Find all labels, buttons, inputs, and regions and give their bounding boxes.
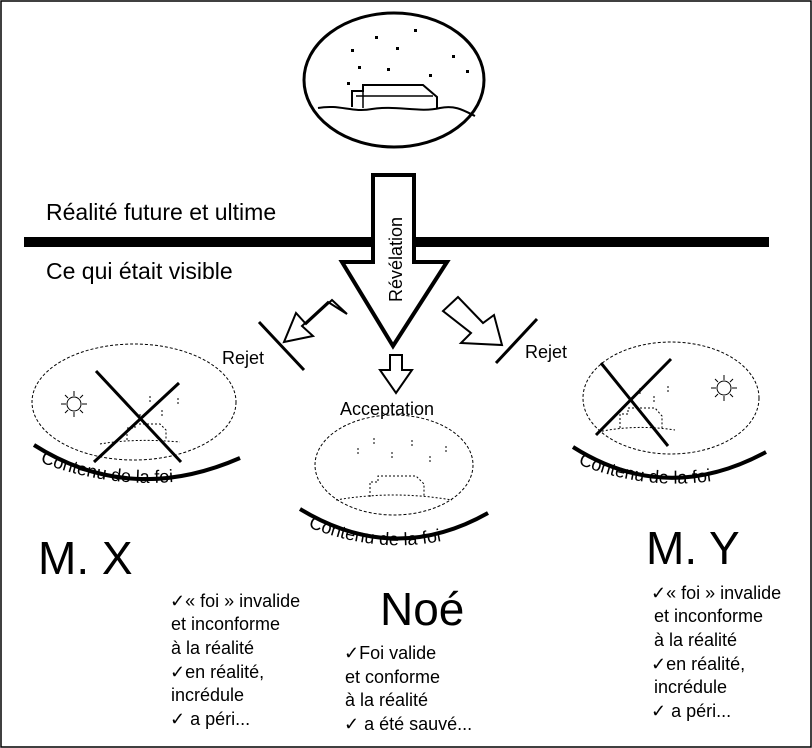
- faith-arc-right: [571, 445, 767, 480]
- person-notes-center: ✓Foi valide et conforme à la réalité ✓ a…: [344, 643, 472, 734]
- reject-bar-right: [494, 317, 539, 365]
- faith-arc-center: [298, 507, 489, 541]
- person-name-left: M. X: [38, 532, 133, 584]
- faith-caption-left: Contenu de la foi: [39, 447, 174, 487]
- person-notes-right: ✓« foi » invalide et inconforme à la réa…: [651, 583, 786, 721]
- faith-arc-left: [32, 443, 241, 482]
- acceptation-label: Acceptation: [340, 399, 434, 419]
- person-notes-left: ✓« foi » invalide et inconforme à la réa…: [170, 591, 305, 729]
- reject-label-right: Rejet: [525, 342, 567, 362]
- bottom-label: Ce qui était visible: [46, 258, 233, 284]
- person-name-center: Noé: [380, 583, 464, 635]
- reject-bar-left: [257, 320, 306, 372]
- faith-caption-right: Contenu de la foi: [577, 449, 712, 488]
- ultimate-reality-vision: [302, 11, 486, 149]
- faith-caption-center: Contenu de la foi: [307, 512, 443, 549]
- revelation-label: Révélation: [386, 217, 406, 302]
- revelation-arrow: [338, 173, 451, 350]
- person-name-right: M. Y: [646, 522, 740, 574]
- faith-bubble-right: [571, 341, 767, 480]
- reject-arrow-left: [282, 298, 348, 344]
- sun-icon-right: [711, 375, 737, 401]
- acceptation-arrow: [378, 354, 414, 395]
- reject-arrow-right: [441, 295, 504, 347]
- top-label: Réalité future et ultime: [46, 199, 276, 225]
- faith-bubble-center: [298, 414, 489, 541]
- cross-out-right: [599, 362, 670, 447]
- reject-label-left: Rejet: [222, 348, 264, 368]
- faith-bubble-left: [31, 343, 241, 482]
- cross-out-left: [94, 369, 183, 464]
- sun-icon: [61, 391, 87, 417]
